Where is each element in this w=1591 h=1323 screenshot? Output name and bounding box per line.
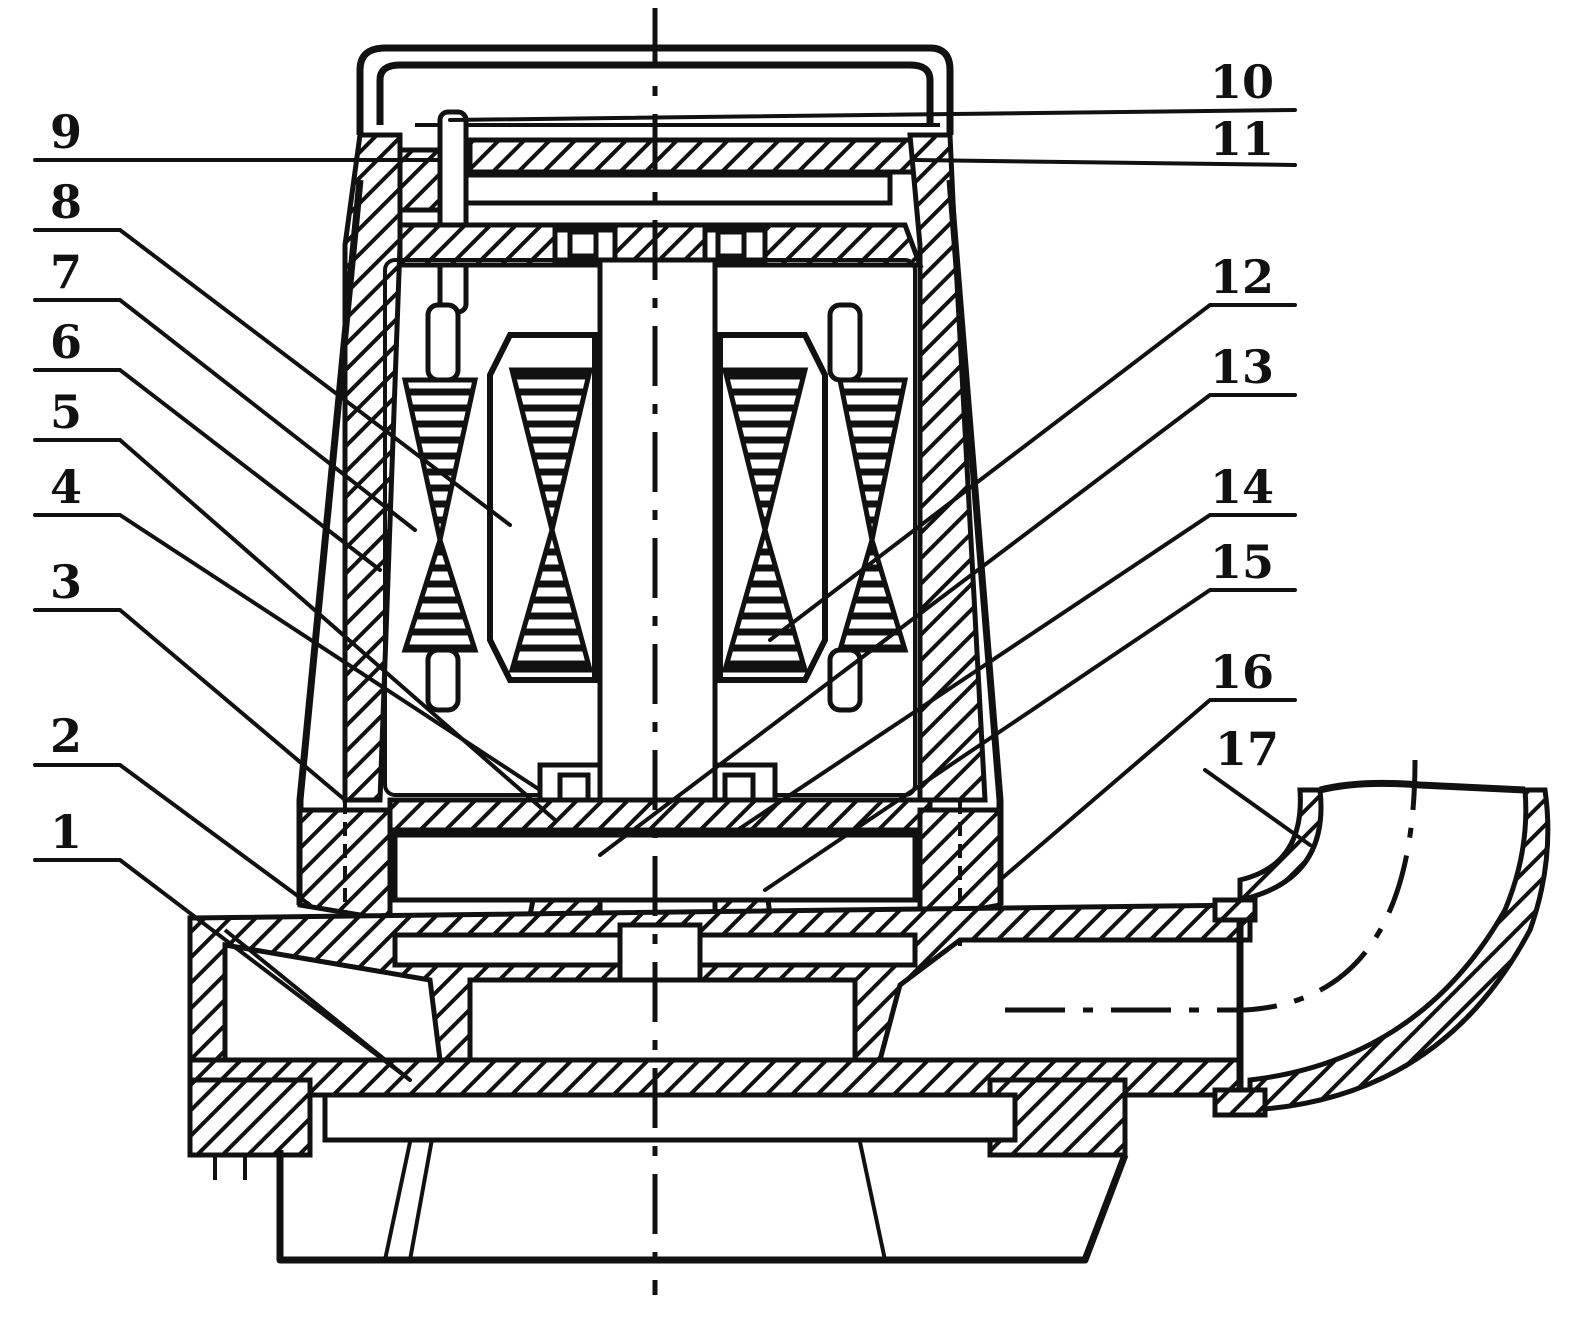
label-13: 13: [1210, 340, 1274, 394]
label-10: 10: [1210, 55, 1274, 109]
label-1: 1: [50, 805, 82, 859]
label-5: 5: [50, 385, 82, 439]
label-3: 3: [50, 555, 82, 609]
label-4: 4: [50, 460, 82, 514]
stator-winding: [401, 302, 909, 713]
label-8: 8: [50, 175, 82, 229]
label-11: 11: [1210, 112, 1274, 166]
upper-bearing: [552, 227, 768, 263]
label-12: 12: [1210, 250, 1274, 304]
base-strainer: [213, 1092, 1129, 1264]
label-16: 16: [1210, 645, 1274, 699]
rotor: [487, 332, 828, 683]
label-14: 14: [1210, 460, 1274, 514]
label-7: 7: [50, 245, 82, 299]
elbow-centerline: [1005, 759, 1418, 1013]
discharge-elbow: [1212, 779, 1551, 1118]
leader-lines: [33, 108, 1312, 1082]
part-labels: 1 2 3 4 5 6 7 8 9 10 11 12 13 14 15 16 1…: [50, 55, 1279, 859]
label-9: 9: [50, 105, 82, 159]
label-6: 6: [50, 315, 82, 369]
label-17: 17: [1215, 722, 1279, 776]
label-15: 15: [1210, 535, 1274, 589]
label-2: 2: [50, 709, 82, 763]
oil-chamber: [297, 800, 1003, 950]
